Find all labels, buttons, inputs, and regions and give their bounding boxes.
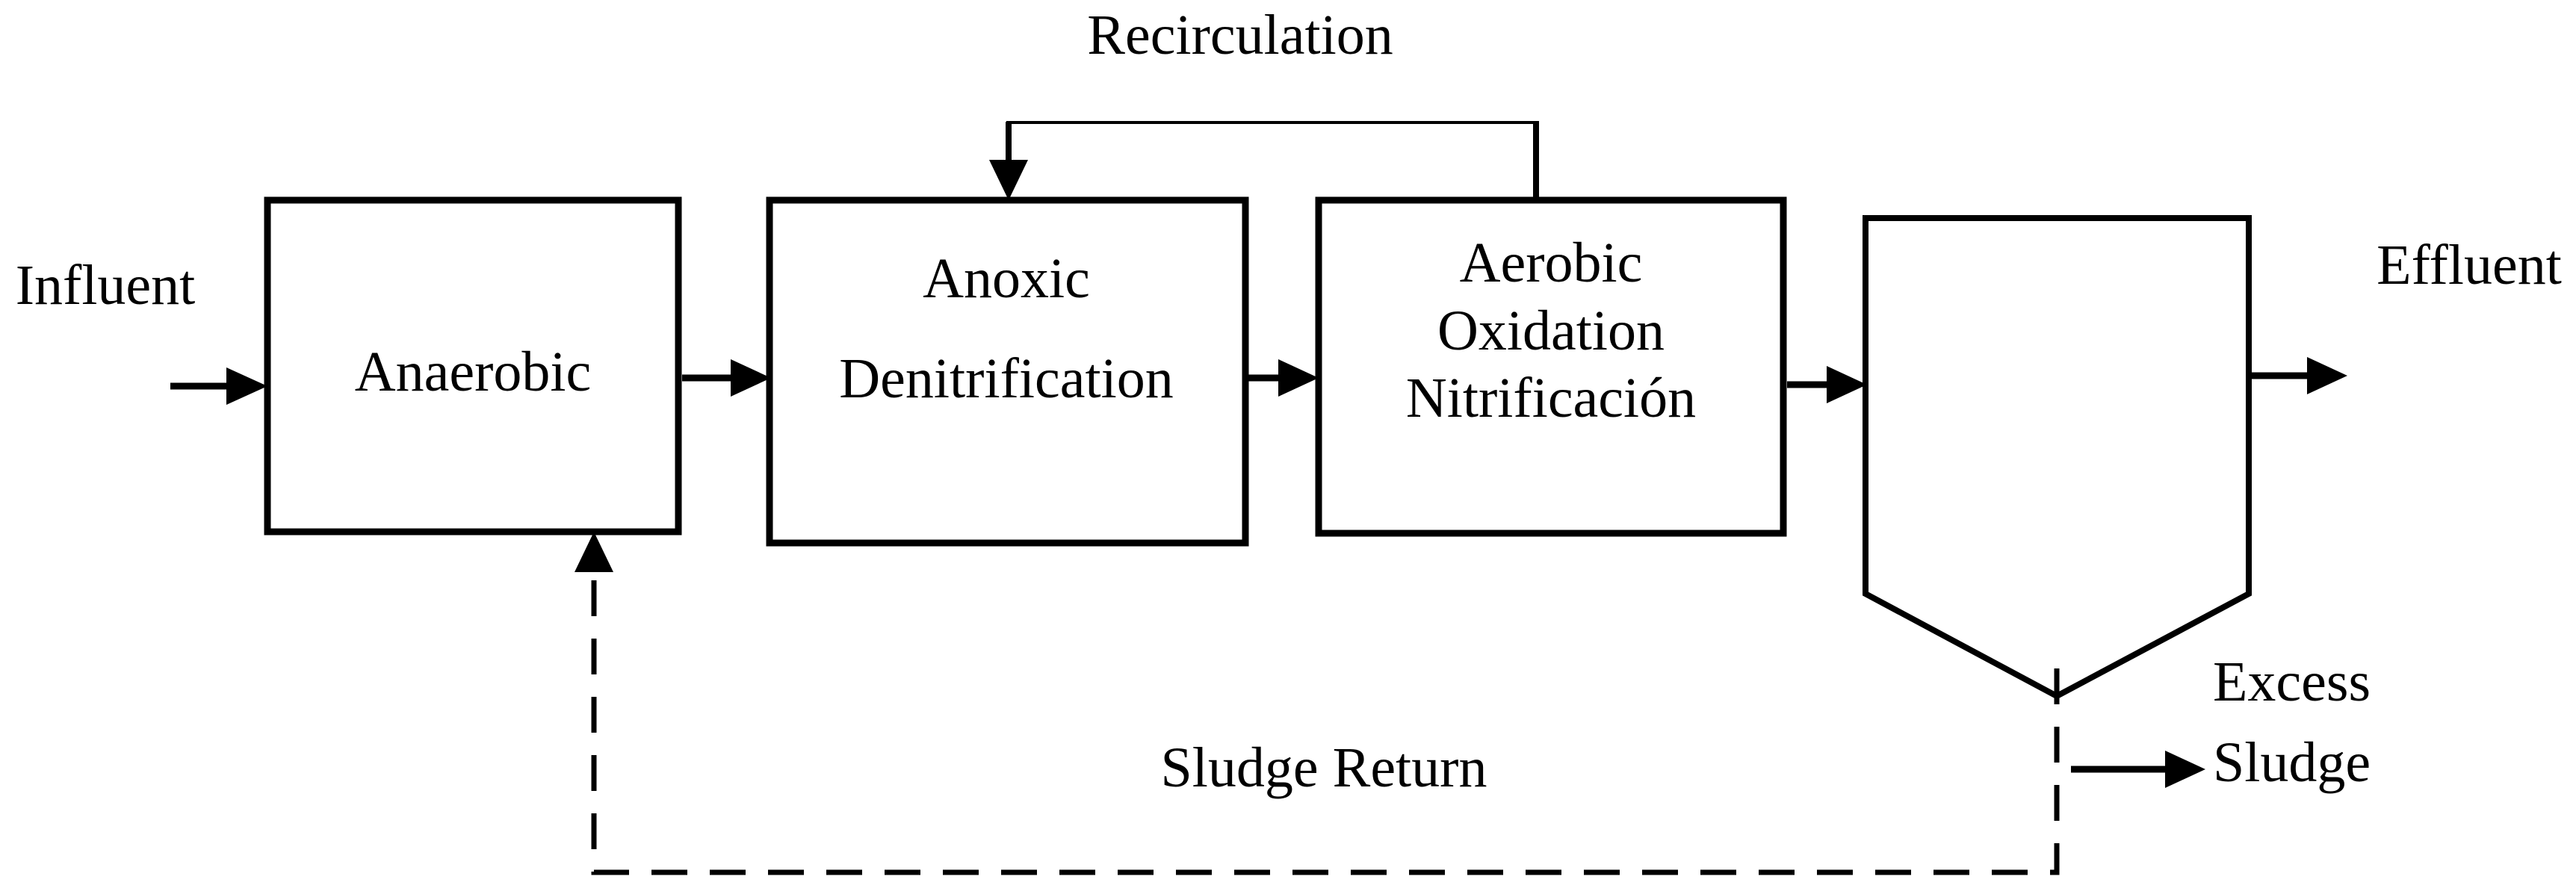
clarifier-shape: [1863, 215, 2252, 700]
sludge-return-line: [575, 532, 2060, 875]
sludge-return-label: Sludge Return: [1161, 736, 1487, 799]
influent-label: Influent: [16, 254, 196, 317]
anoxic-denitrification-box: [766, 196, 1249, 547]
recirculation-line: [989, 121, 1539, 200]
recirculation-label: Recirculation: [1087, 4, 1393, 66]
anoxic-to-aerobic-arrow: [1247, 359, 1319, 397]
excess-sludge-label-line2: Sludge: [2213, 731, 2371, 794]
anoxic-label-line1: Anoxic: [923, 247, 1090, 310]
aerobic-to-clarifier-arrow: [1787, 366, 1867, 403]
anoxic-label-line2: Denitrification: [839, 347, 1173, 410]
aerobic-label-line3: Nitrificación: [1406, 367, 1696, 429]
clarifier-to-effluent-arrow: [2250, 357, 2347, 394]
anaerobic-box: [264, 196, 682, 536]
effluent-label: Effluent: [2377, 234, 2562, 297]
aerobic-label-line2: Oxidation: [1437, 299, 1665, 362]
excess-sludge-arrow: [2071, 751, 2205, 788]
aerobic-label-line1: Aerobic: [1460, 232, 1643, 294]
aerobic-oxidation-box: [1315, 196, 1787, 537]
influent-arrow: [170, 367, 267, 405]
anaerobic-label: Anaerobic: [355, 341, 592, 403]
anaerobic-to-anoxic-arrow: [682, 359, 771, 397]
excess-sludge-label-line1: Excess: [2213, 651, 2371, 713]
